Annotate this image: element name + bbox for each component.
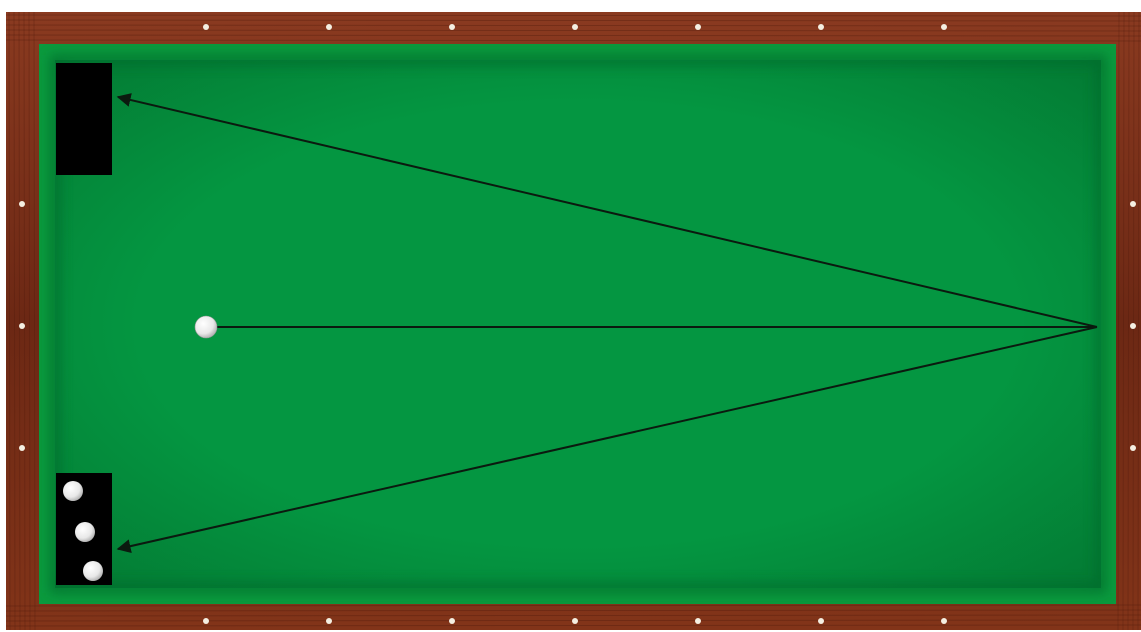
diamond-marker (572, 24, 578, 30)
diamond-marker (449, 24, 455, 30)
pocketed-ball-icon (75, 522, 95, 542)
diamond-marker (1130, 323, 1136, 329)
diamond-marker (203, 24, 209, 30)
diamond-marker (818, 618, 824, 624)
pocketed-ball-icon (63, 481, 83, 501)
pocket-upper-left (56, 63, 112, 175)
diamond-marker (203, 618, 209, 624)
diamond-marker (695, 618, 701, 624)
diamond-marker (449, 618, 455, 624)
diamond-marker (572, 618, 578, 624)
diamond-marker (1130, 201, 1136, 207)
diamond-marker (695, 24, 701, 30)
diamond-marker (19, 201, 25, 207)
cue-ball-icon[interactable] (195, 316, 217, 338)
pocketed-ball-icon (83, 561, 103, 581)
diamond-marker (1130, 445, 1136, 451)
diamond-marker (941, 24, 947, 30)
diamond-marker (19, 445, 25, 451)
diamond-marker (941, 618, 947, 624)
diamond-marker (19, 323, 25, 329)
diamond-marker (818, 24, 824, 30)
diamond-marker (326, 24, 332, 30)
diamond-marker (326, 618, 332, 624)
